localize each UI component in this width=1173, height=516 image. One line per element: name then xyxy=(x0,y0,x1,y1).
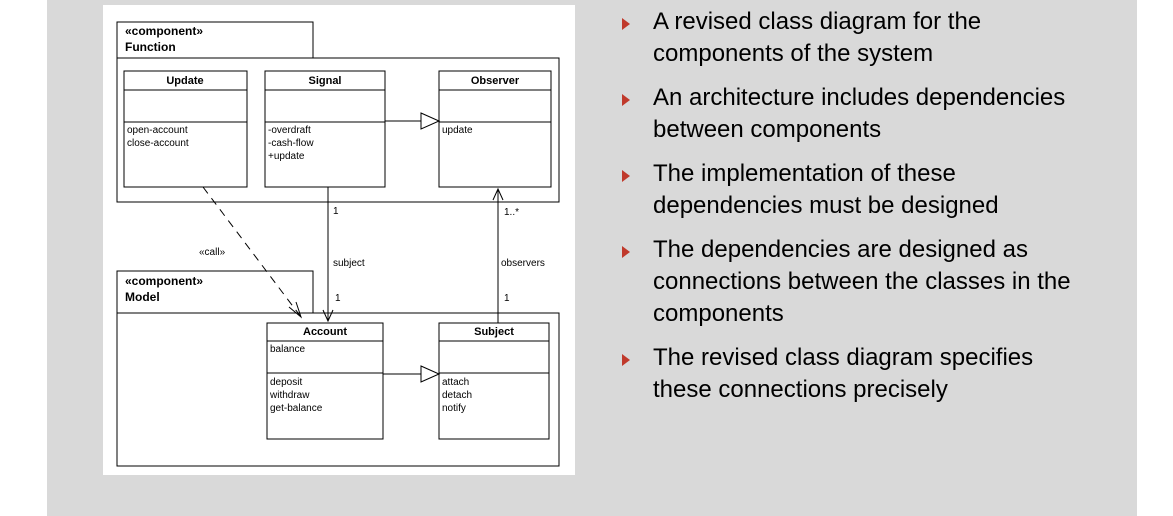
bullet-text: A revised class diagram for the componen… xyxy=(653,8,982,67)
observers-multiplicity-bottom: 1 xyxy=(504,293,510,304)
class-subject-op: attach xyxy=(442,377,469,388)
class-diagram: «component» Function «component» Model U… xyxy=(103,5,575,475)
call-dependency-arrowhead xyxy=(288,301,303,319)
bullet-text: The implementation of these dependencies… xyxy=(653,160,999,219)
model-stereotype: «component» xyxy=(125,274,203,288)
generalization-account-subject xyxy=(383,365,441,383)
class-subject-op: detach xyxy=(442,390,472,401)
class-subject-box xyxy=(438,322,550,440)
bullet-arrow-icon xyxy=(622,94,630,106)
class-account-op: deposit xyxy=(270,377,302,388)
generalization-signal-observer xyxy=(385,112,441,130)
bullet-item: The dependencies are designed as connect… xyxy=(620,234,1090,330)
function-component-tab xyxy=(116,21,314,59)
class-account-op: get-balance xyxy=(270,403,323,414)
class-update-name: Update xyxy=(166,75,203,87)
bullet-arrow-icon xyxy=(622,170,630,182)
class-subject-op: notify xyxy=(442,403,466,414)
function-stereotype: «component» xyxy=(125,24,203,38)
call-dependency: «call» xyxy=(199,186,303,319)
class-update: Update open-account close-account xyxy=(123,70,248,188)
bullet-list: A revised class diagram for the componen… xyxy=(620,6,1090,418)
subject-association: 1 subject 1 xyxy=(322,187,365,323)
call-label: «call» xyxy=(199,247,226,258)
class-observer-op: update xyxy=(442,125,473,136)
class-signal-op: -cash-flow xyxy=(268,138,314,149)
generalization-arrowhead xyxy=(420,365,441,383)
function-name: Function xyxy=(125,40,176,54)
class-subject-name: Subject xyxy=(474,326,514,338)
bullet-arrow-icon xyxy=(622,354,630,366)
class-signal: Signal -overdraft -cash-flow +update xyxy=(264,70,386,188)
generalization-arrowhead xyxy=(420,112,441,130)
subject-association-arrowhead xyxy=(322,309,334,323)
subject-multiplicity-top: 1 xyxy=(333,206,339,217)
class-subject: Subject attach detach notify xyxy=(438,322,550,440)
observers-label: observers xyxy=(501,258,545,269)
class-account-attr: balance xyxy=(270,344,305,355)
observers-association: 1..* observers 1 xyxy=(492,187,545,323)
bullet-arrow-icon xyxy=(622,18,630,30)
class-diagram-svg: «component» Function «component» Model U… xyxy=(116,21,560,467)
bullet-text: An architecture includes dependencies be… xyxy=(653,84,1066,143)
class-update-op: close-account xyxy=(127,138,189,149)
bullet-arrow-icon xyxy=(622,246,630,258)
model-name: Model xyxy=(125,290,160,304)
class-signal-name: Signal xyxy=(308,75,341,87)
class-update-op: open-account xyxy=(127,125,188,136)
class-observer-name: Observer xyxy=(471,75,520,87)
bullet-item: A revised class diagram for the componen… xyxy=(620,6,1090,70)
class-observer: Observer update xyxy=(438,70,552,188)
bullet-text: The revised class diagram specifies thes… xyxy=(653,344,1034,403)
subject-label: subject xyxy=(333,258,365,269)
bullet-item: The implementation of these dependencies… xyxy=(620,158,1090,222)
class-account: Account balance deposit withdraw get-bal… xyxy=(266,322,384,440)
class-account-op: withdraw xyxy=(269,390,310,401)
observers-association-arrowhead xyxy=(492,187,504,201)
observers-multiplicity-top: 1..* xyxy=(504,207,519,218)
bullet-text: The dependencies are designed as connect… xyxy=(653,236,1071,327)
class-account-box xyxy=(266,322,384,440)
subject-multiplicity-bottom: 1 xyxy=(335,293,341,304)
class-account-name: Account xyxy=(303,326,347,338)
model-component-tab xyxy=(116,270,314,314)
class-signal-op: +update xyxy=(268,151,305,162)
class-signal-op: -overdraft xyxy=(268,125,311,136)
bullet-item: An architecture includes dependencies be… xyxy=(620,82,1090,146)
bullet-item: The revised class diagram specifies thes… xyxy=(620,342,1090,406)
